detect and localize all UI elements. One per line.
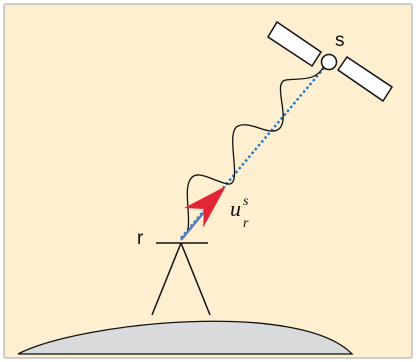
receiver-label: r (137, 228, 144, 249)
signal-wave (180, 65, 325, 239)
satellite-label: s (335, 30, 345, 51)
unit-vector-symbol: u (230, 196, 241, 221)
earth-surface (17, 320, 354, 355)
satellite (266, 20, 394, 103)
line-of-sight (180, 61, 330, 239)
receiver-antenna (151, 242, 211, 316)
unit-vector-superscript: s (243, 194, 249, 209)
unit-vector-subscript: r (243, 216, 249, 231)
unit-vector-arrow (180, 186, 226, 241)
solar-panel-left (266, 20, 323, 68)
diagram-background (3, 3, 413, 359)
satellite-body (320, 53, 338, 71)
unit-vector-label: u r s (230, 194, 249, 231)
solar-panel-right (336, 55, 394, 103)
